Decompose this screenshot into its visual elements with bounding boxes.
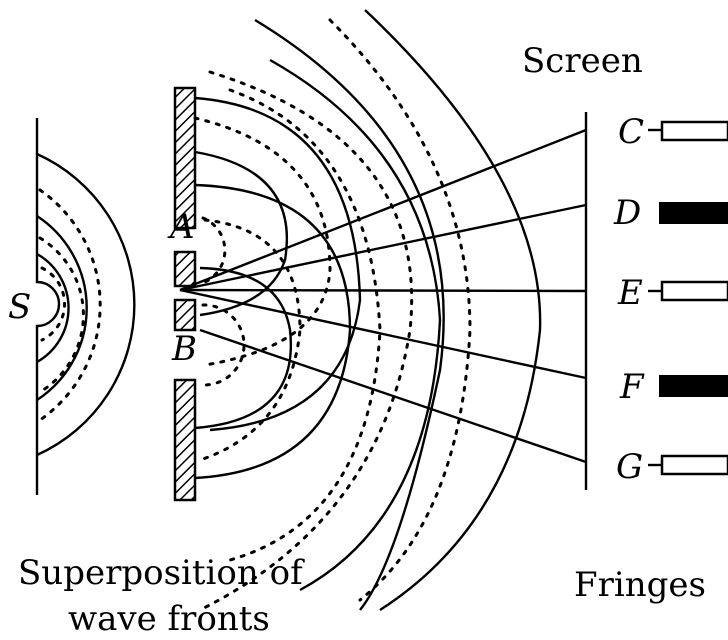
rays: [179, 128, 587, 464]
label-slit-b: B: [171, 329, 197, 369]
fringe-f: [659, 375, 728, 397]
label-fringe-f: F: [619, 367, 645, 407]
fringe-g: [660, 454, 728, 476]
source-barrier: [35, 118, 61, 495]
label-fringe-d: D: [613, 193, 641, 233]
fringe-markers: [648, 120, 728, 476]
fringe-e: [660, 280, 728, 302]
source-wavefronts: [36, 152, 136, 457]
label-fringe-e: E: [617, 273, 643, 313]
slit-b-wavefronts: [194, 9, 542, 612]
label-superposition-line2: wave fronts: [68, 599, 270, 639]
label-superposition-line1: Superposition of: [18, 553, 305, 593]
label-fringes: Fringes: [574, 565, 706, 605]
label-screen: Screen: [522, 41, 643, 81]
label-fringe-g: G: [616, 447, 643, 487]
fringe-d: [659, 202, 728, 224]
slit-a-wavefronts: [193, 18, 445, 612]
label-slit-a: A: [167, 207, 195, 247]
double-slit-barrier: [173, 86, 197, 502]
label-source-s: S: [8, 287, 31, 327]
label-fringe-c: C: [618, 112, 644, 152]
fringe-c: [660, 120, 728, 142]
